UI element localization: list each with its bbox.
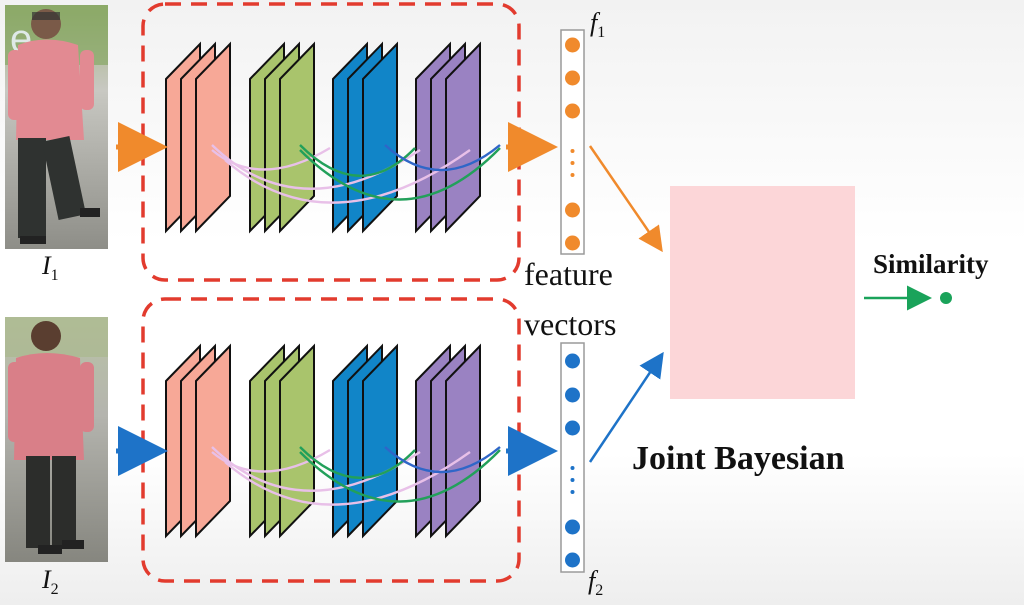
feature-dot-icon — [565, 103, 580, 119]
feature-dot-icon — [565, 353, 580, 369]
conv-layer-stack-icon — [165, 343, 231, 539]
similarity-output-icon — [940, 292, 952, 304]
person-photo-2 — [5, 317, 108, 562]
joint-bayesian-label: Joint Bayesian — [632, 440, 845, 477]
skip-connection-arc-icon — [211, 446, 501, 506]
feature-label-f2: f2 — [588, 566, 604, 600]
network-bottom — [141, 297, 521, 583]
conv-layer-stack-icon — [332, 343, 398, 539]
feature-dot-icon — [565, 519, 580, 535]
feature-dot-icon — [565, 70, 580, 86]
feature-dot-icon — [565, 387, 580, 403]
feature-vectors-label-line2: vectors — [524, 306, 617, 342]
feature-label-f1: f1 — [590, 8, 606, 42]
feature-vector-bottom — [560, 342, 585, 573]
similarity-label: Similarity — [873, 249, 989, 279]
feature-vectors-label-line1: feature — [524, 256, 613, 292]
input-label-i1: I1 — [42, 251, 59, 285]
skip-connection-arc-icon — [211, 144, 501, 204]
conv-layer-stack-icon — [249, 343, 315, 539]
conv-layer-stack-icon — [415, 41, 481, 234]
input-label-i2: I2 — [42, 565, 59, 599]
person-photo-1: e — [5, 5, 108, 249]
feature-dot-icon — [565, 202, 580, 218]
feature-dot-icon — [565, 552, 580, 568]
network-top — [141, 2, 521, 282]
conv-layer-stack-icon — [415, 343, 481, 539]
arrow-icon — [588, 145, 663, 253]
feature-dot-icon — [565, 235, 580, 251]
feature-dot-icon — [565, 420, 580, 436]
conv-layer-stack-icon — [165, 41, 231, 234]
joint-bayesian-box — [670, 186, 855, 399]
conv-layer-stack-icon — [249, 41, 315, 234]
feature-vector-top — [560, 29, 585, 255]
feature-dot-icon — [565, 37, 580, 53]
arrow-icon — [588, 351, 664, 463]
